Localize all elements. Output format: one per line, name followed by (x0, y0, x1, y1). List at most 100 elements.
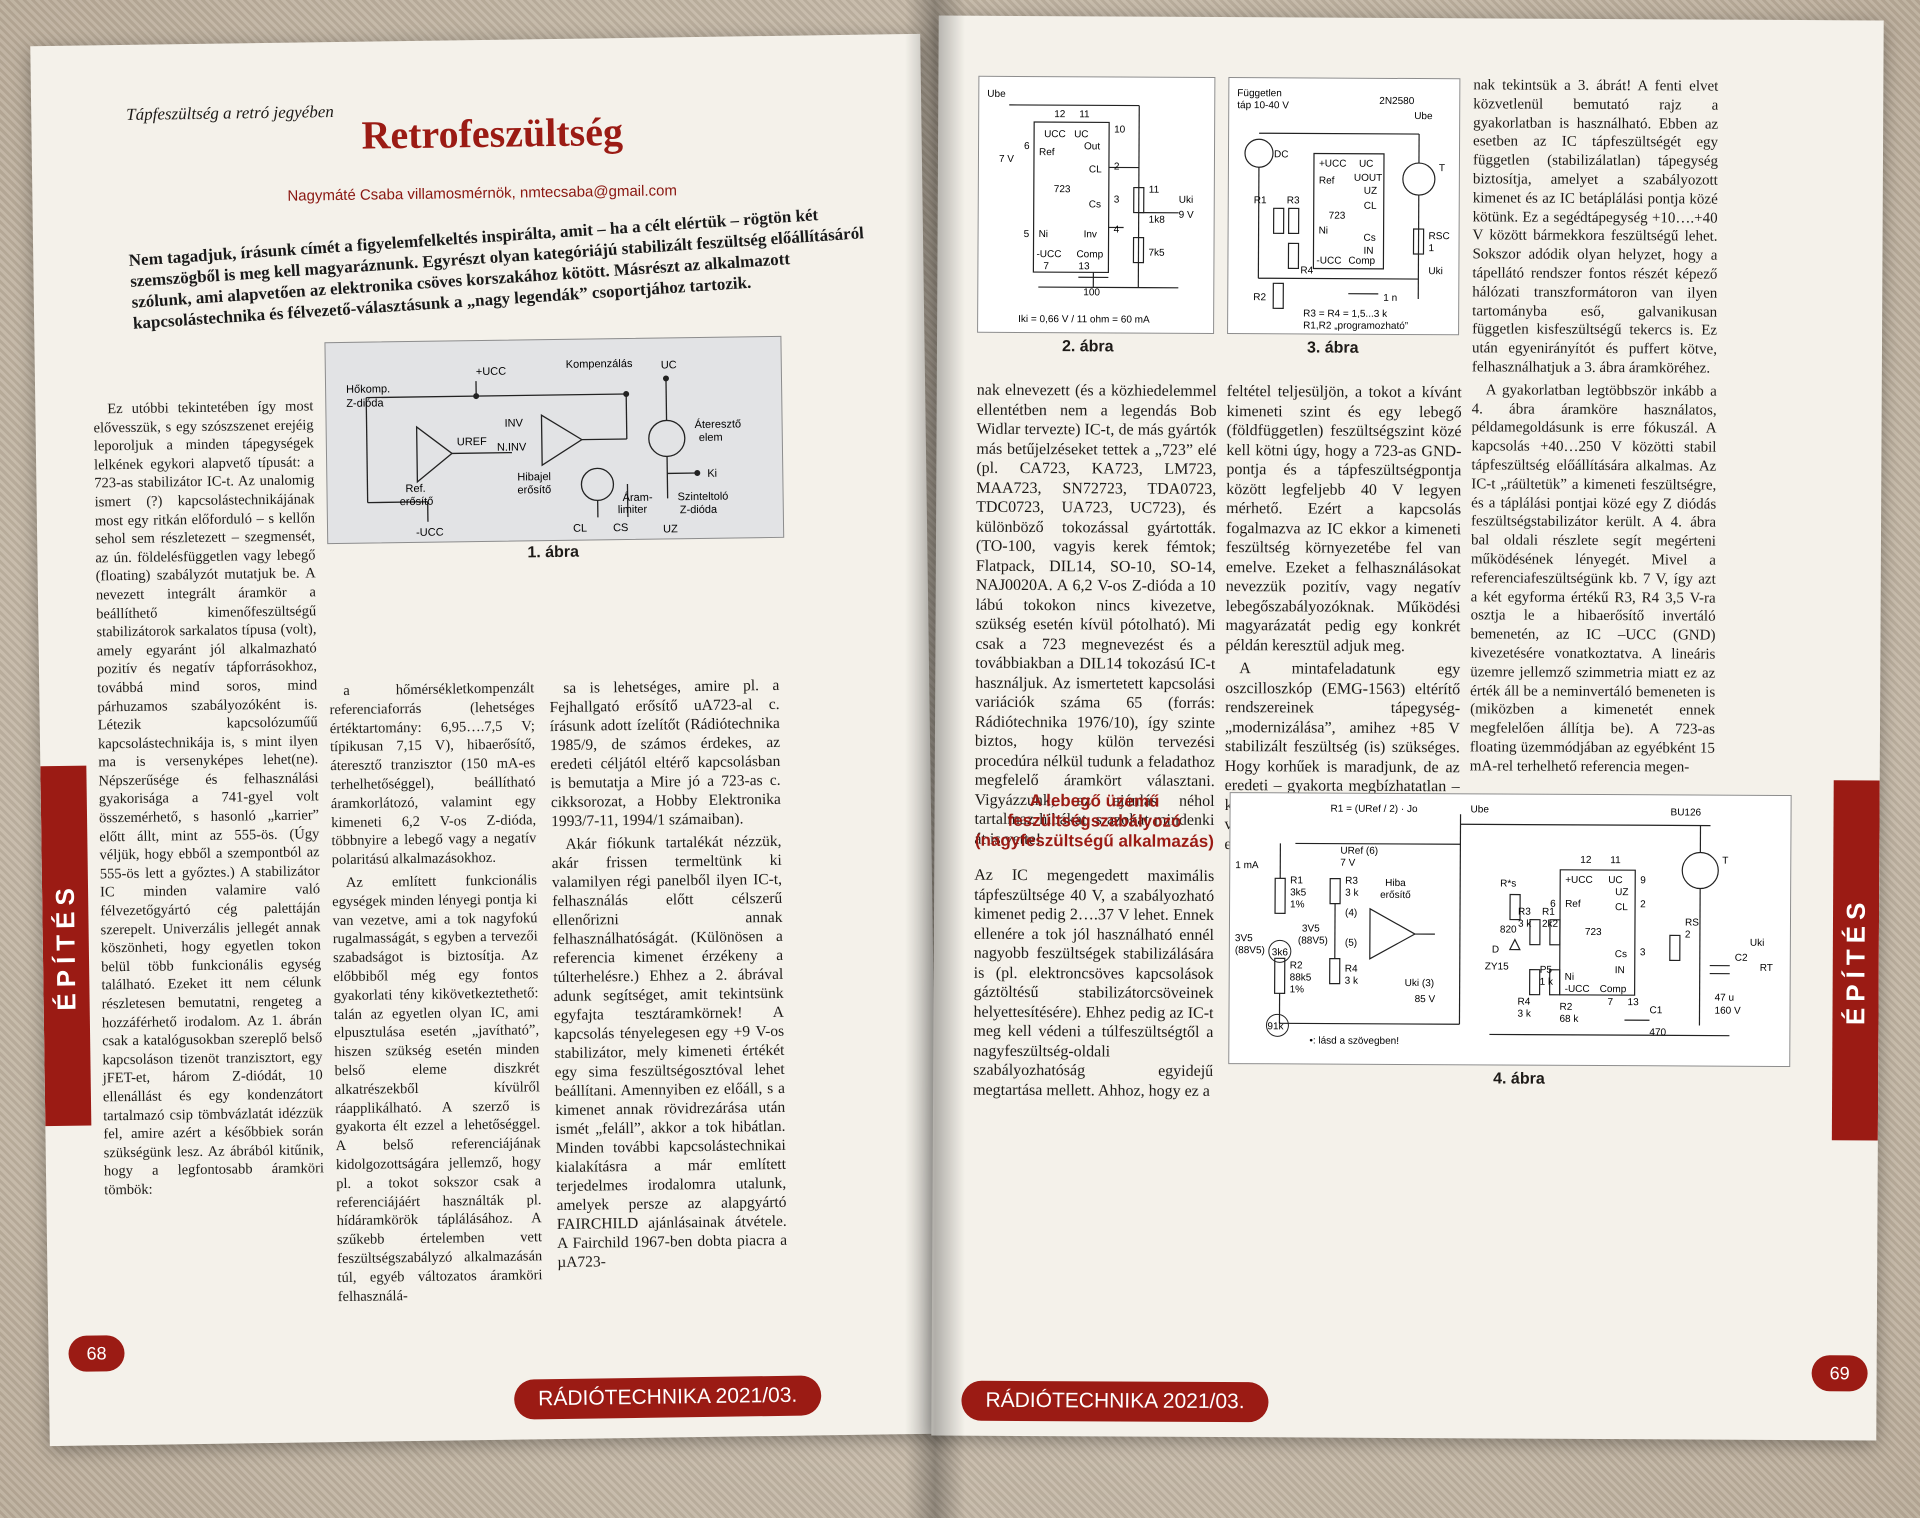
fig4-t: T (1722, 856, 1728, 867)
fig2-uccm: -UCC (1036, 249, 1061, 260)
paragraph: a hőmérsékletkompenzált referenciaforrás… (329, 680, 537, 869)
section-tab-label: ÉPÍTÉS (1839, 896, 1871, 1025)
fig2-r11: 11 (1149, 185, 1160, 196)
fig4-3k6: 3k6 (1272, 947, 1289, 958)
figure-3: Független táp 10-40 V 2N2580 Ube DC +UCC… (1227, 77, 1461, 336)
fig4-r2v: 88k5 (1290, 972, 1312, 983)
fig1-ki: Ki (707, 468, 717, 480)
fig2-9v: 9 V (1179, 210, 1194, 221)
fig2-ube: Ube (987, 89, 1006, 100)
fig4-cs: Cs (1615, 949, 1627, 960)
fig4-p4: (4) (1345, 908, 1357, 919)
fig4-r3bv: 3 k (1518, 919, 1532, 930)
fig2-pin12: 12 (1054, 109, 1066, 120)
fig1-hibajel-erosito: erősítő (517, 484, 551, 496)
fig4-r1: R1 (1290, 875, 1303, 886)
fig1-erosito: erősítő (400, 496, 434, 508)
fig4-7v: 7 V (1340, 858, 1355, 869)
fig2-pin2: 2 (1114, 161, 1120, 172)
paragraph: Akár fiókunk tartalékát nézzük, akár fri… (551, 832, 788, 1272)
fig4-uz: UZ (1615, 887, 1628, 898)
fig3-ube: Ube (1414, 111, 1433, 122)
fig3-cl: CL (1364, 201, 1377, 212)
fig3-r4: R4 (1300, 265, 1313, 276)
fig1-uc: UC (661, 359, 677, 371)
fig3-note1: R3 = R4 = 1,5...3 k (1303, 308, 1388, 319)
right-column-2: feltétel teljesüljön, a tokot a kívánt k… (1224, 382, 1461, 859)
fig4-pin13: 13 (1628, 997, 1640, 1008)
fig2-pin3: 3 (1114, 194, 1120, 205)
fig4-erosito: erősítő (1380, 890, 1411, 901)
fig4-88b: (88V5) (1298, 935, 1328, 946)
fig4-c2: C2 (1735, 953, 1748, 964)
fig1-zdioda: Z-dióda (346, 397, 384, 410)
page-number-right: 69 (1811, 1355, 1868, 1392)
fig1-uz: UZ (663, 523, 678, 535)
fig3-t: T (1439, 163, 1445, 174)
fig1-hokomp: Hőkomp. (346, 383, 390, 396)
fig4-pin2: 2 (1640, 899, 1646, 910)
fig4-ic: 723 (1585, 927, 1602, 938)
fig2-pin5: 5 (1024, 229, 1030, 240)
fig2-r7k5: 7k5 (1148, 248, 1165, 259)
fig4-r1b: R1 (1542, 907, 1555, 918)
fig3-uz: UZ (1364, 186, 1377, 197)
fig3-r3: R3 (1287, 195, 1300, 206)
fig4-c1v: 470 (1649, 1027, 1666, 1038)
figure-4-schematic: R1 = (URef / 2) · Jo Ube BU126 1 mA URef… (1235, 804, 1773, 1047)
right-column-1: nak elnevezett (és a közhiedelemmel elle… (974, 381, 1216, 854)
fig3-uccm: -UCC (1316, 256, 1341, 267)
footer-right: RÁDIÓTECHNIKA 2021/03. (961, 1380, 1269, 1423)
fig3-ucc: +UCC (1319, 159, 1347, 170)
paragraph: nak tekintsük a 3. ábrát! A fenti elvet … (1471, 77, 1719, 377)
fig4-85v: 85 V (1415, 994, 1436, 1005)
fig3-note2: R1,R2 „programozható” (1303, 320, 1408, 332)
figure-1-schematic: +UCC Kompenzálás UC Hőkomp. Z-dióda UREF… (346, 358, 741, 539)
fig1-limiter: limiter (618, 504, 648, 516)
fig4-r2: R2 (1290, 960, 1303, 971)
fig2-comp: Comp (1076, 249, 1103, 260)
spine-shadow (905, 0, 965, 1518)
fig4-rsv: 2 (1685, 929, 1691, 940)
fig1-hibajel: Hibajel (517, 471, 551, 483)
fig3-dc: DC (1274, 149, 1289, 160)
fig4-uki: Uki (1750, 938, 1765, 949)
fig3-uc: UC (1359, 159, 1374, 170)
fig4-ube: Ube (1471, 804, 1490, 815)
figure-4-caption: 4. ábra (1493, 1070, 1545, 1088)
fig2-out: Out (1084, 141, 1100, 152)
fig2-formula: Iki = 0,66 V / 11 ohm = 60 mA (1018, 314, 1150, 326)
fig3-ic: 723 (1329, 211, 1346, 222)
fig4-uref6: URef (6) (1340, 846, 1378, 857)
fig4-r3b: R3 (1518, 907, 1531, 918)
paragraph: Ez utóbbi tekintetében így most elővessz… (93, 398, 325, 1199)
paragraph: Az IC megengedett maximális tápfeszültsé… (973, 866, 1215, 1100)
fig4-c1: C1 (1649, 1005, 1662, 1016)
fig4-c47: 47 u (1715, 993, 1735, 1004)
fig4-rs-star: R*s (1500, 878, 1516, 889)
footer-left: RÁDIÓTECHNIKA 2021/03. (513, 1375, 822, 1420)
fig4-r1p: 1% (1290, 899, 1305, 910)
paragraph: A gyakorlatban legtöbbször inkább a 4. á… (1469, 382, 1717, 776)
section-tab-label: ÉPÍTÉS (49, 881, 82, 1011)
fig4-pin6: 6 (1550, 899, 1556, 910)
fig4-uc: UC (1608, 875, 1623, 886)
fig4-88a: (88V5) (1235, 945, 1265, 956)
fig4-d: D (1492, 944, 1499, 955)
fig4-r4: R4 (1345, 964, 1358, 975)
fig2-uki: Uki (1179, 195, 1194, 206)
fig4-ni: Ni (1565, 972, 1575, 983)
paragraph: nak elnevezett (és a közhiedelemmel elle… (974, 381, 1217, 848)
fig4-pin7: 7 (1608, 997, 1614, 1008)
fig3-c1n: 1 n (1383, 293, 1397, 304)
fig1-kompenzalas: Kompenzálás (566, 358, 633, 371)
fig1-szinteltolo: Szinteltoló (678, 491, 729, 504)
fig2-r1k8: 1k8 (1149, 215, 1166, 226)
figure-4: R1 = (URef / 2) · Jo Ube BU126 1 mA URef… (1228, 792, 1792, 1068)
fig1-ref: Ref. (405, 483, 425, 495)
fig3-tap: táp 10-40 V (1237, 100, 1289, 111)
figure-2-schematic: Ube 7 V 6 Ref 12 11 UCC UC 10 Out CL 2 7… (987, 89, 1194, 326)
left-column-3: sa is lehetséges, amire pl. a Fejhallgat… (549, 676, 787, 1276)
fig4-comp: Comp (1600, 984, 1627, 995)
left-column-2: a hőmérsékletkompenzált referenciaforrás… (329, 679, 543, 1310)
